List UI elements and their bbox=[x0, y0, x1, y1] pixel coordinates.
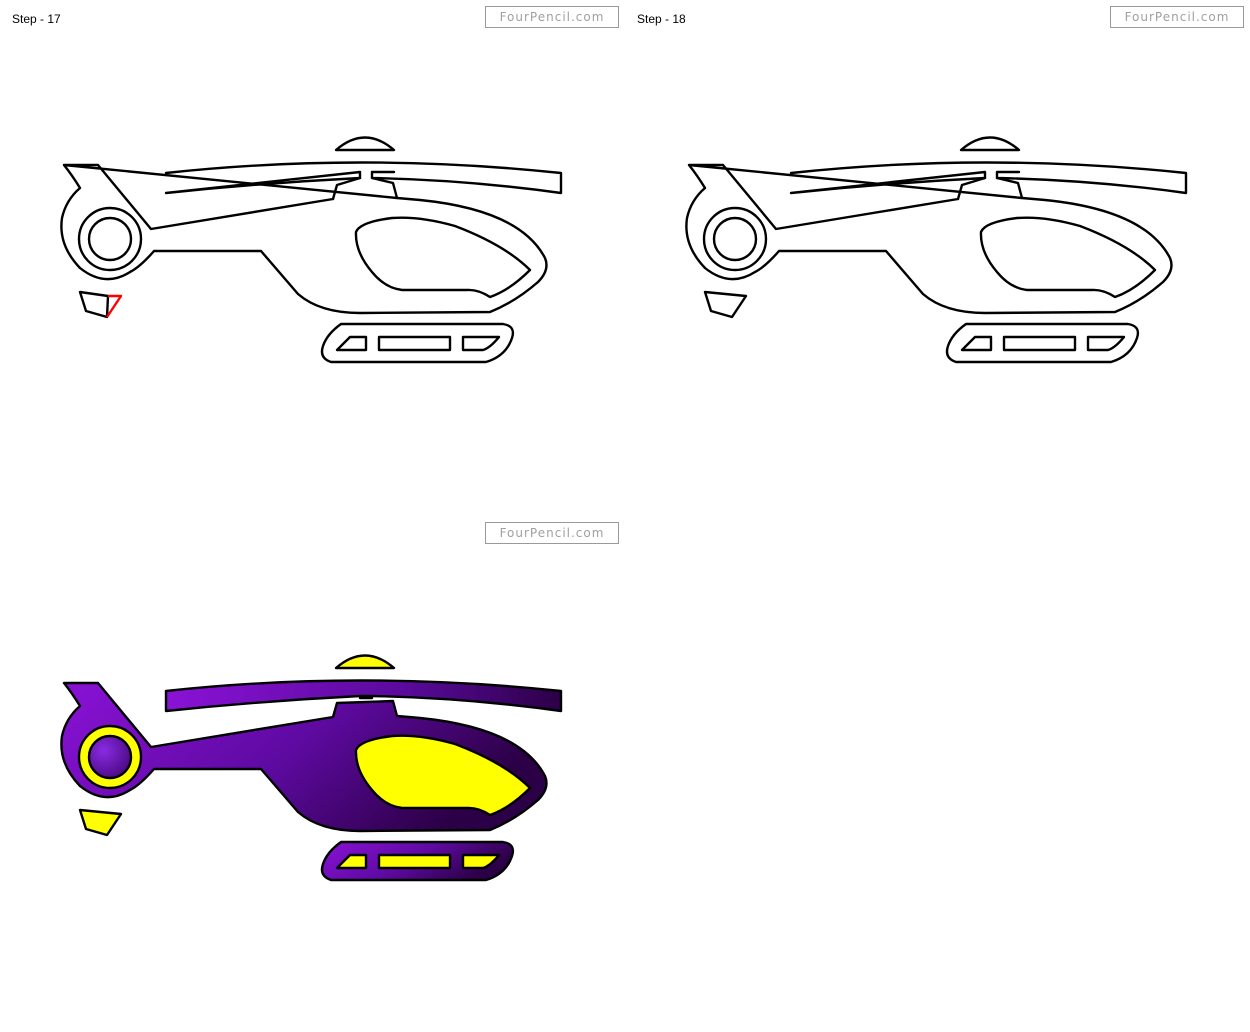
helicopter-drawing-colored bbox=[60, 654, 563, 882]
colored-panel: FourPencil.com bbox=[0, 516, 625, 1032]
helicopter-outline bbox=[60, 136, 563, 364]
helicopter-drawing-outline bbox=[60, 136, 563, 364]
step-18-panel: Step - 18 FourPencil.com bbox=[625, 0, 1250, 516]
step-label: Step - 17 bbox=[12, 12, 61, 26]
step-label: Step - 18 bbox=[637, 12, 686, 26]
step-17-panel: Step - 17 FourPencil.com bbox=[0, 0, 625, 516]
fourpencil-watermark: FourPencil.com bbox=[485, 6, 619, 28]
helicopter-drawing-complete-outline bbox=[685, 136, 1188, 364]
helicopter-outline bbox=[685, 136, 1188, 364]
fourpencil-watermark: FourPencil.com bbox=[1110, 6, 1244, 28]
helicopter-colored bbox=[60, 654, 563, 882]
fourpencil-watermark: FourPencil.com bbox=[485, 522, 619, 544]
new-stroke-highlight bbox=[106, 294, 123, 318]
empty-panel bbox=[625, 516, 1250, 1032]
